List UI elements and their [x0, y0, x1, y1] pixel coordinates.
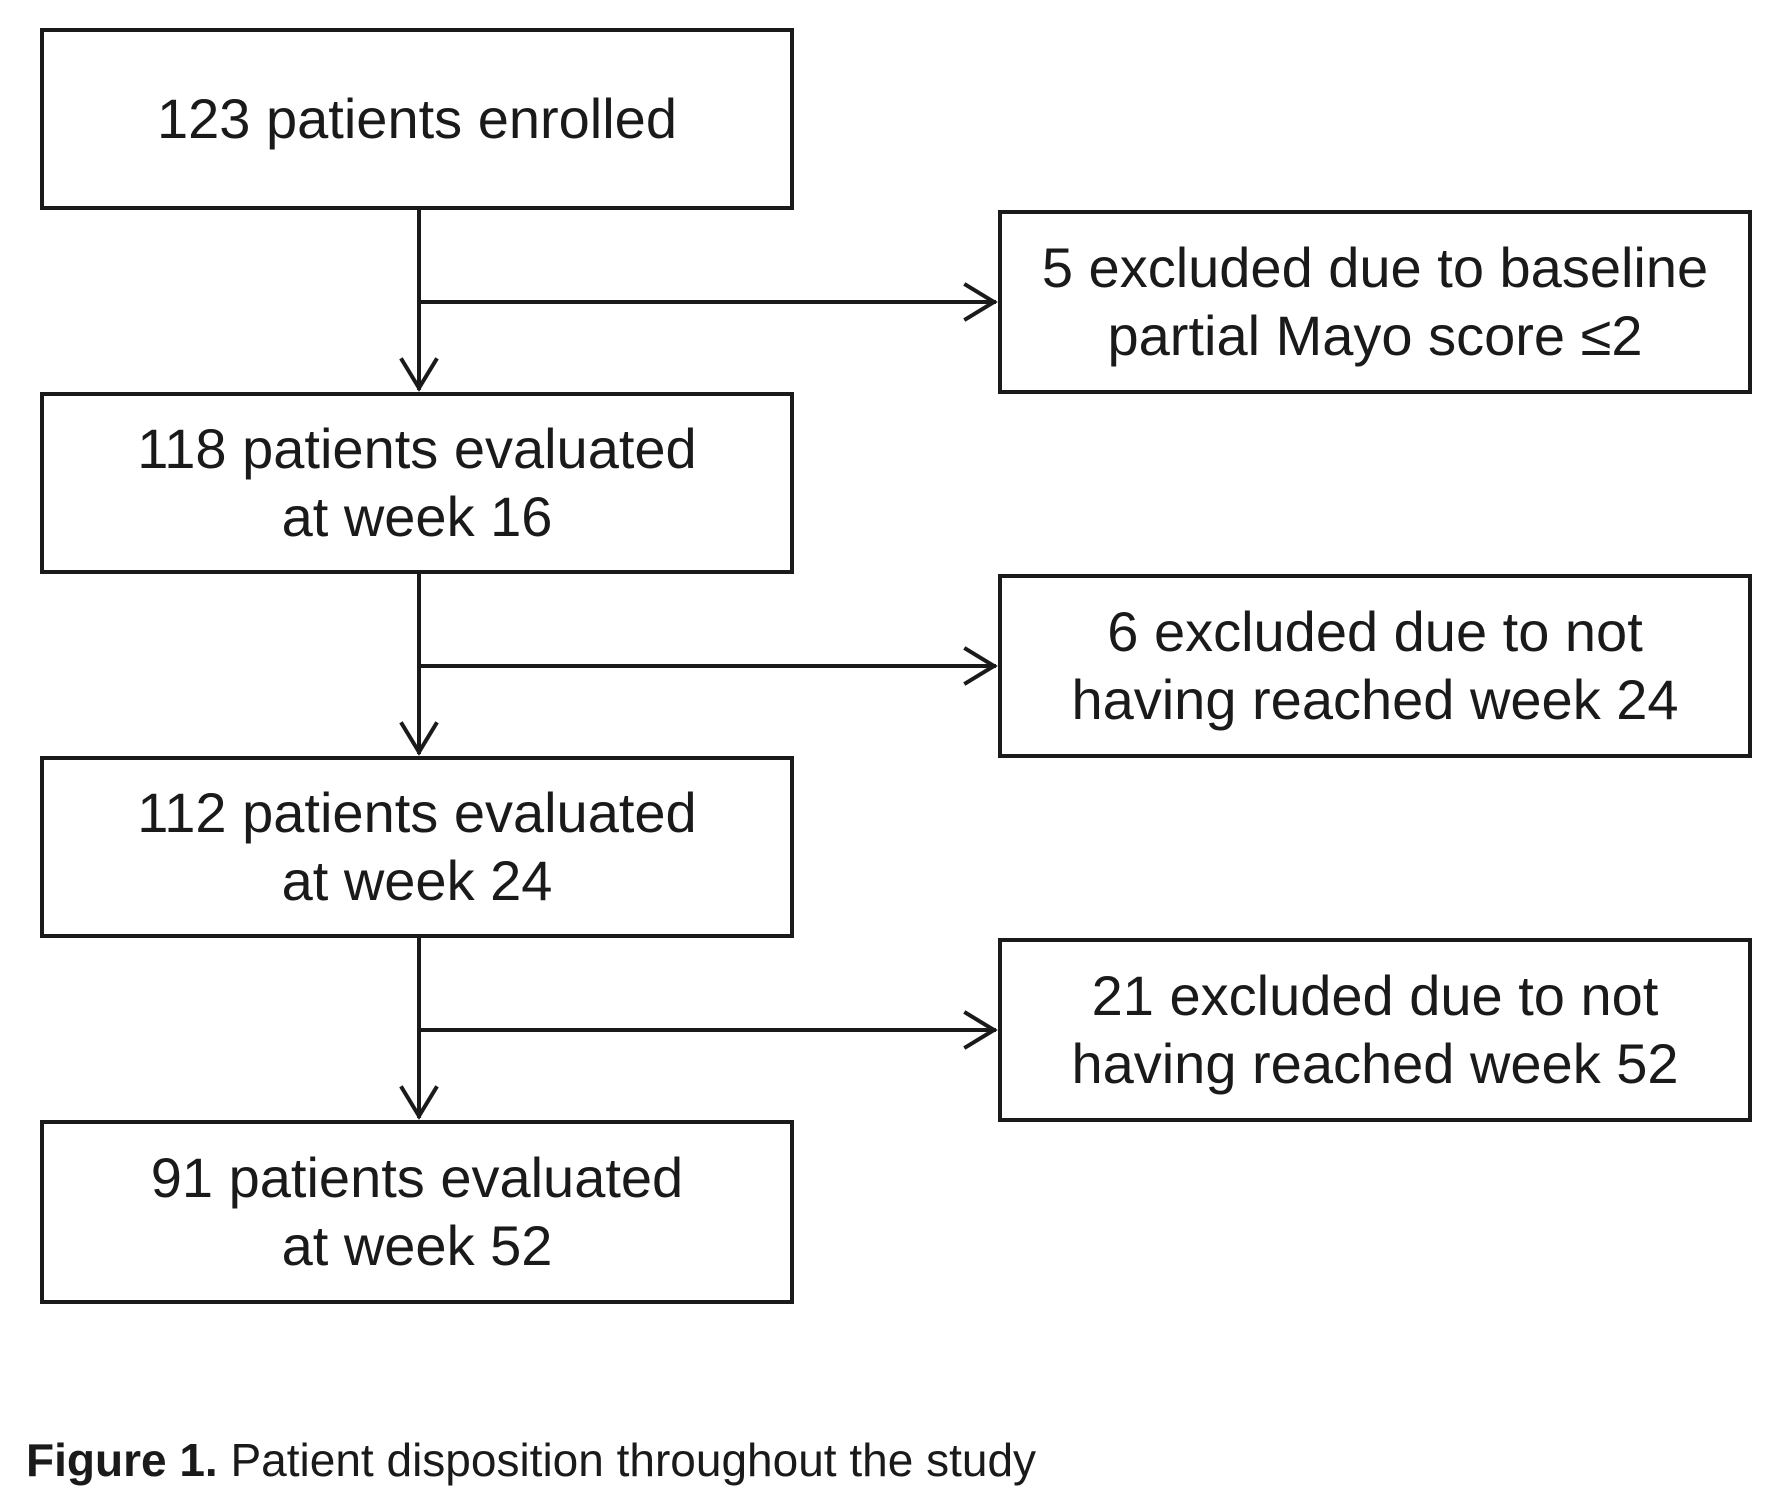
box-excluded-week-52-line-1: 21 excluded due to not	[1091, 964, 1659, 1027]
box-evaluated-week-16: 118 patients evaluated at week 16	[40, 392, 794, 574]
figure-caption-text: Patient disposition throughout the study	[217, 1434, 1037, 1486]
arrowhead-right-3	[963, 1010, 998, 1050]
box-evaluated-week-24-line-1: 112 patients evaluated	[137, 781, 697, 844]
box-excluded-baseline: 5 excluded due to baseline partial Mayo …	[998, 210, 1752, 394]
box-enrolled: 123 patients enrolled	[40, 28, 794, 210]
arrowhead-down-1	[399, 357, 439, 392]
box-excluded-baseline-line-1: 5 excluded due to baseline	[1041, 236, 1709, 299]
box-evaluated-week-24: 112 patients evaluated at week 24	[40, 756, 794, 938]
box-evaluated-week-16-line-1: 118 patients evaluated	[137, 417, 697, 480]
arrowhead-down-3	[399, 1085, 439, 1120]
box-excluded-baseline-line-2: partial Mayo score ≤2	[1107, 304, 1643, 367]
arrowhead-right-2	[963, 646, 998, 686]
box-evaluated-week-24-line-2: at week 24	[281, 849, 553, 912]
box-evaluated-week-52-line-1: 91 patients evaluated	[150, 1146, 684, 1209]
figure-caption: Figure 1. Patient disposition throughout…	[26, 1432, 1036, 1488]
figure-caption-label: Figure 1.	[26, 1434, 218, 1486]
box-excluded-week-52: 21 excluded due to not having reached we…	[998, 938, 1752, 1122]
box-evaluated-week-16-line-2: at week 16	[281, 485, 553, 548]
box-excluded-week-24: 6 excluded due to not having reached wee…	[998, 574, 1752, 758]
arrowhead-down-2	[399, 721, 439, 756]
box-evaluated-week-52-line-2: at week 52	[281, 1214, 553, 1277]
box-excluded-week-24-line-1: 6 excluded due to not	[1107, 600, 1643, 663]
arrowhead-right-1	[963, 282, 998, 322]
box-excluded-week-24-line-2: having reached week 24	[1071, 668, 1679, 731]
box-enrolled-line-1: 123 patients enrolled	[157, 87, 677, 150]
box-evaluated-week-52: 91 patients evaluated at week 52	[40, 1120, 794, 1304]
box-excluded-week-52-line-2: having reached week 52	[1071, 1032, 1679, 1095]
